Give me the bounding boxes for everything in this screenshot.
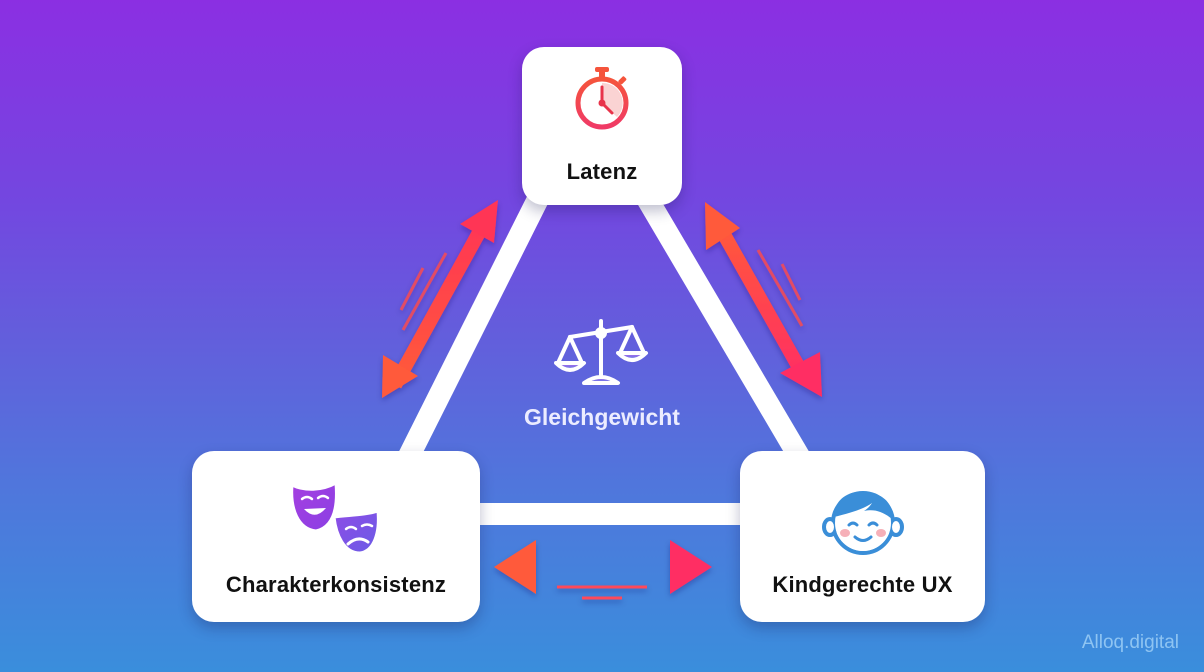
node-label: Kindgerechte UX [772,572,953,597]
watermark: Alloq.digital [1081,632,1179,653]
theater-masks-icon [290,480,380,555]
center-label: Gleichgewicht [524,404,680,430]
balance-scale-icon [554,319,648,385]
connector-lines [398,189,810,525]
stopwatch-icon [575,67,629,130]
arrow-right-bidirectional [705,202,822,397]
node-charakterkonsistenz: Charakterkonsistenz [192,451,480,622]
node-kindgerechte-ux: Kindgerechte UX [740,451,985,622]
arrow-left-bidirectional [382,200,498,398]
child-face-icon [822,491,904,555]
node-label: Charakterkonsistenz [225,572,447,597]
node-label: Latenz [566,159,638,184]
node-latenz: Latenz [522,47,682,205]
arrow-bottom-bidirectional [494,540,712,600]
